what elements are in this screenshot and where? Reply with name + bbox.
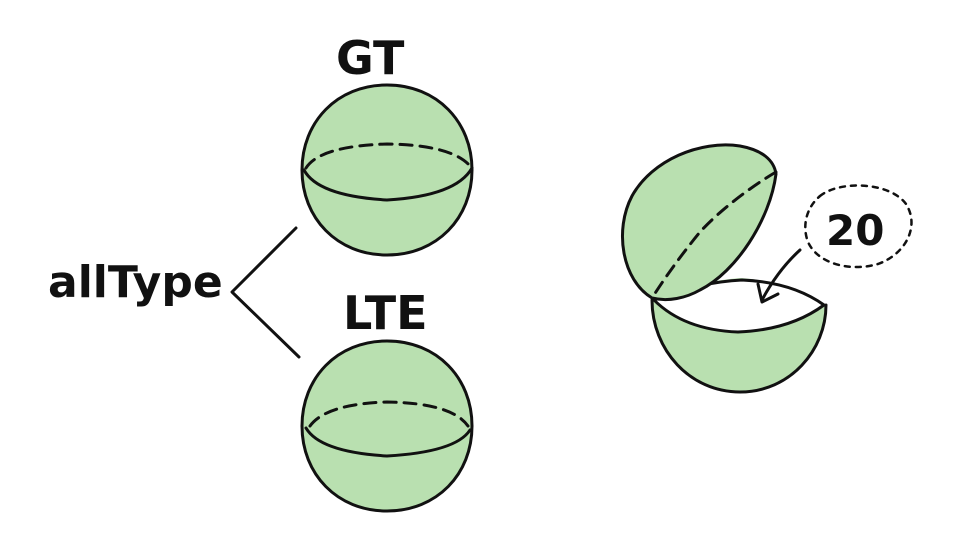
open-sphere-lid-outline	[621, 143, 778, 302]
sphere-gt-outline	[300, 83, 474, 257]
open-sphere-lid-fill	[622, 144, 776, 300]
sphere-lte-equator-back	[308, 400, 470, 428]
open-sphere-value-label: 20	[826, 206, 884, 255]
sphere-lte-outline	[300, 339, 474, 513]
sphere-lte-label: LTE	[343, 286, 428, 340]
open-sphere-bowl-outline	[650, 298, 828, 394]
sphere-gt-equator-front	[302, 166, 474, 202]
sphere-gt-body	[302, 85, 472, 255]
sphere-lte: LTE	[300, 286, 474, 513]
sphere-gt-equator-back	[304, 142, 472, 170]
open-sphere-arrow-head	[756, 282, 780, 304]
root-label-alltype: allType	[48, 257, 223, 308]
open-sphere: 20	[621, 143, 913, 394]
open-sphere-value-bubble	[804, 184, 913, 269]
open-sphere-arrow-shaft	[760, 248, 802, 302]
sphere-gt-label: GT	[336, 31, 405, 85]
sphere-lte-body	[302, 341, 472, 511]
branch-connector	[230, 226, 301, 359]
sphere-gt: GT	[300, 31, 474, 257]
open-sphere-bowl-rim	[652, 278, 826, 334]
open-sphere-lid-seam	[650, 170, 778, 300]
sphere-lte-equator-front	[304, 426, 472, 458]
